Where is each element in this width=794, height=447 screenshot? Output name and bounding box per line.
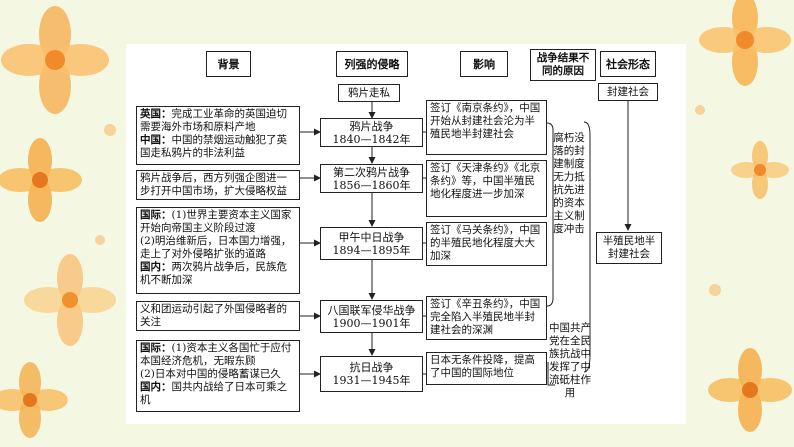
influence-nanjing-treaty: 签订《南京条约》，中国开始从封建社会沦为半殖民地半封建社会: [426, 100, 547, 155]
background-sino-japanese-war: 国际：(1)世界主要资本主义国家开始向帝国主义阶段过渡 (2)明治维新后，日本国…: [136, 207, 300, 294]
feudal-society-box: 封建社会: [598, 83, 658, 101]
background-second-opium-war: 鸦片战争后，西方列强企图进一步打开中国市场，扩大侵略权益: [136, 170, 300, 200]
label-international-2: 国际：: [140, 342, 172, 354]
war-years: 1894—1895年: [332, 244, 411, 257]
war-years: 1900—1901年: [332, 317, 411, 330]
domestic-text: 两次鸦片战争后，民族危机不断加深: [140, 261, 287, 286]
label-domestic-2: 国内：: [140, 381, 172, 393]
war-name: 鸦片战争: [349, 120, 394, 133]
influence-boxer-protocol: 签订《辛丑条约》，中国完全陷入半殖民地半封建社会的深渊: [426, 296, 547, 340]
britain-text: 完成工业革命的英国迫切需要海外市场和原料产地: [140, 108, 287, 133]
background-anti-japanese-war: 国际：(1)资本主义各国忙于应付本国经济危机，无暇东顾 (2)日本对中国的侵略蓄…: [136, 340, 300, 412]
header-aggression: 列强的侵略: [336, 51, 408, 77]
international-text-4: (2)日本对中国的侵略蓄谋已久: [140, 368, 281, 380]
war-name: 第二次鸦片战争: [333, 166, 410, 179]
background-eight-nation-war: 义和团运动引起了外国侵略者的关注: [136, 301, 300, 331]
war-name: 甲午中日战争: [338, 231, 405, 244]
china-text: 中国的禁烟运动触犯了英国走私鸦片的非法利益: [140, 134, 287, 159]
international-text-1: (1)世界主要资本主义国家开始向帝国主义阶段过渡: [140, 209, 292, 234]
label-china: 中国：: [140, 134, 172, 146]
header-society: 社会形态: [600, 51, 656, 77]
label-domestic: 国内：: [140, 261, 172, 273]
war-name: 八国联军侵华战争: [327, 304, 416, 317]
influence-tianjin-beijing-treaty: 签订《天津条约》《北京条约》等，中国半殖民地化程度进一步加深: [426, 160, 547, 217]
opium-smuggling-box: 鸦片走私: [338, 84, 400, 102]
header-background: 背景: [206, 51, 251, 77]
war-years: 1840—1842年: [332, 133, 411, 146]
influence-shimonoseki-treaty: 签订《马关条约》，中国的半殖民地化程度大大加深: [426, 222, 547, 266]
cause-cpc-mainstay: 中国共产党在全民族抗战中发挥了中流砥柱作用: [549, 322, 591, 399]
cause-decayed-feudal-system: 腐朽没落的封建制度无力抵抗先进的资本主义制度冲击: [553, 132, 585, 235]
semi-colonial-society-box: 半殖民地半封建社会: [596, 232, 662, 264]
war-years: 1931—1945年: [332, 374, 411, 387]
label-britain: 英国：: [140, 108, 172, 120]
flower-decoration-right: [695, 0, 792, 432]
international-text-2: (2)明治维新后，日本国力增强，走上了对外侵略扩张的道路: [140, 235, 292, 260]
label-international: 国际：: [140, 209, 172, 221]
header-influence: 影响: [460, 51, 508, 77]
international-text-3: (1)资本主义各国忙于应付本国经济危机，无暇东顾: [140, 342, 292, 367]
flower-decoration-left: [0, 6, 116, 438]
war-years: 1856—1860年: [332, 179, 411, 192]
influence-japan-surrender: 日本无条件投降，提高了中国的国际地位: [426, 352, 547, 385]
header-causes: 战争结果不同的原因: [530, 49, 596, 81]
war-name: 抗日战争: [349, 361, 394, 374]
background-opium-war: 英国：完成工业革命的英国迫切需要海外市场和原料产地 中国：中国的禁烟运动触犯了英…: [136, 106, 300, 165]
domestic-text-2: 国共内战给了日本可乘之机: [140, 381, 287, 406]
